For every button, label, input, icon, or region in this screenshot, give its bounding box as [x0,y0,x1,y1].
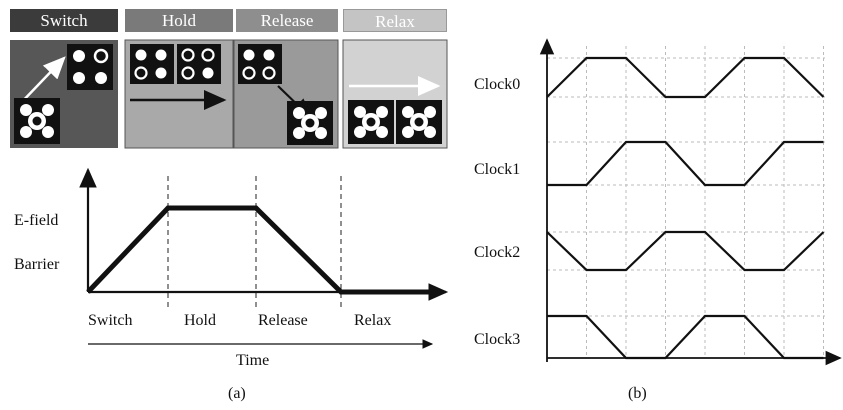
hold-box-contents [130,44,227,110]
efield-trace [86,205,430,295]
clock1-label: Clock1 [474,161,521,178]
clock-trace-1 [547,140,824,187]
dot-cell-icon [73,48,109,84]
clock-grid [547,46,825,359]
phase-label-relax: Relax [354,312,392,329]
clock0-label: Clock0 [474,76,521,93]
clock-traces [546,56,825,360]
clock-trace-0 [546,56,825,99]
header-relax: Relax [343,9,447,32]
cross-cell-icon [14,98,60,144]
relax-box-contents [348,76,442,144]
cross-cell-icon [348,100,394,144]
clock-trace-3 [547,314,824,360]
dot-cell-icon [238,44,282,84]
time-axis-label: Time [236,352,270,369]
phase-label-release: Release [258,312,308,329]
dot-cell-icon [130,44,174,84]
header-release: Release [236,9,338,32]
clock3-label: Clock3 [474,331,521,348]
efield-waveform-chart [79,167,449,349]
phase-label-switch: Switch [88,312,133,329]
header-hold: Hold [125,9,233,32]
label-efield: E-field [14,212,59,229]
switch-box-contents [14,44,113,144]
phase-label-hold: Hold [184,312,216,329]
cross-cell-icon [396,100,442,144]
clock2-label: Clock2 [474,244,521,261]
caption-b: (b) [628,385,647,402]
caption-a: (a) [228,385,246,402]
clock-trace-2 [546,230,825,272]
label-barrier: Barrier [14,256,60,273]
cross-cell-icon [287,101,333,145]
release-box-contents [238,44,333,145]
dot-cell-icon [177,44,221,84]
header-switch: Switch [10,9,118,32]
